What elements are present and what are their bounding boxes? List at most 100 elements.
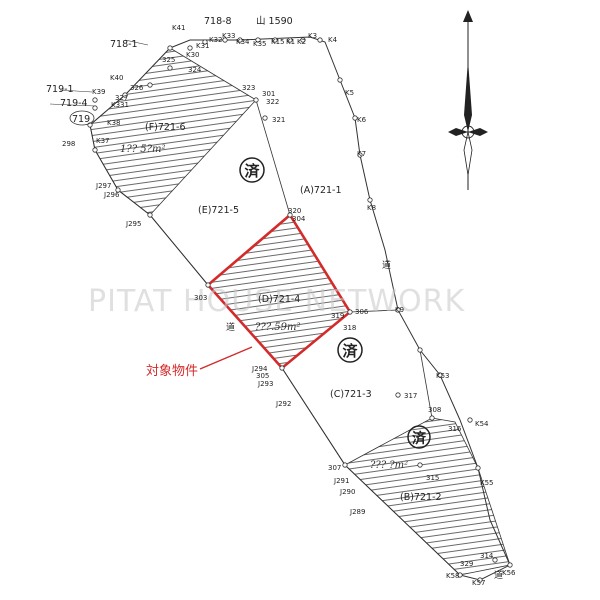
label-j290: J290	[339, 488, 355, 496]
label-306: 306	[355, 308, 369, 316]
label-k3: K3	[308, 32, 317, 40]
line-e-left	[149, 214, 209, 286]
svg-text:済: 済	[412, 430, 427, 447]
label-315: 315	[426, 474, 439, 482]
label-k31: K31	[196, 42, 210, 50]
label-parcel-f: (F)721-6	[145, 122, 185, 133]
label-314: 314	[480, 552, 494, 560]
label-320: 320	[288, 207, 301, 215]
label-k40: K40	[110, 74, 124, 82]
watermark: PITAT HOUSE NETWORK	[88, 284, 465, 319]
line-719-1	[59, 89, 93, 93]
label-k4: K4	[328, 36, 338, 44]
label-k56: K56	[502, 569, 516, 577]
label-k1: K1	[286, 38, 295, 46]
parcel-d-area	[208, 215, 350, 368]
label-k41: K41	[172, 24, 186, 32]
label-316: 316	[448, 425, 462, 433]
label-323: 323	[242, 84, 255, 92]
label-k38: K38	[107, 119, 121, 127]
label-327: 327	[115, 94, 128, 102]
label-325: 325	[162, 56, 175, 64]
handwritten-area-f: 1?? 5?m²	[120, 144, 165, 155]
label-j289: J289	[349, 508, 365, 516]
line-718-1	[124, 39, 149, 46]
label-k6: K6	[357, 116, 367, 124]
label-k7: K7	[357, 150, 366, 158]
label-k34: K34	[236, 38, 250, 46]
label-322: 322	[266, 98, 279, 106]
label-k35: K35	[253, 40, 267, 48]
label-305: 305	[256, 372, 269, 380]
label-329: 329	[460, 560, 473, 568]
label-j291: J291	[333, 477, 349, 485]
label-k2: K2	[297, 38, 306, 46]
road-mark-left: 道	[226, 321, 235, 333]
line-f-e	[255, 99, 291, 216]
stamp-lower: 済	[407, 425, 431, 449]
label-k39: K39	[92, 88, 106, 96]
label-j293: J293	[257, 380, 273, 388]
road-mark-right: 道	[382, 259, 391, 271]
label-301: 301	[262, 90, 275, 98]
stamp-middle: 済	[337, 337, 363, 363]
label-parcel-a: (A)721-1	[300, 185, 342, 196]
label-k8: K8	[367, 204, 376, 212]
label-parcel-d: (D)721-4	[258, 294, 300, 305]
label-lot-718-8: 718-8	[204, 16, 232, 27]
label-parcel-b: (B)721-2	[400, 492, 442, 503]
label-parcel-e: (E)721-5	[198, 205, 239, 216]
label-k5: K5	[345, 89, 354, 97]
label-298: 298	[62, 140, 75, 148]
stamp-upper: 済	[239, 157, 265, 183]
north-arrow-icon	[448, 10, 488, 190]
label-k53: K53	[436, 372, 450, 380]
label-k55: K55	[480, 479, 494, 487]
label-k54: K54	[475, 420, 489, 428]
subject-pointer	[199, 346, 253, 370]
svg-text:済: 済	[342, 342, 358, 360]
label-j294: J294	[251, 365, 268, 373]
label-318: 318	[343, 324, 356, 332]
label-j296: J296	[103, 191, 120, 199]
label-308: 308	[428, 406, 441, 414]
line-c-left	[281, 367, 346, 466]
label-j292: J292	[275, 400, 291, 408]
survey-points	[87, 37, 513, 583]
label-k9: K9	[395, 306, 404, 314]
label-lot-mountain: 山 1590	[256, 16, 293, 27]
line-c-b	[419, 349, 433, 419]
label-lot-719: 719	[72, 114, 90, 125]
label-k58: K58	[446, 572, 460, 580]
label-k33: K33	[222, 32, 236, 40]
svg-text:済: 済	[244, 162, 260, 180]
label-304: 304	[292, 215, 306, 223]
label-parcel-c: (C)721-3	[330, 389, 372, 400]
line-719-4	[49, 103, 96, 107]
label-319: 319	[331, 312, 344, 320]
label-lot-719-4: 719-4	[60, 98, 88, 109]
label-lot-719-1: 719-1	[46, 84, 74, 95]
label-j297: J297	[95, 182, 111, 190]
label-324: 324	[188, 66, 202, 74]
label-k37: K37	[96, 137, 110, 145]
label-307: 307	[328, 464, 341, 472]
label-321: 321	[272, 116, 285, 124]
label-j295: J295	[125, 220, 141, 228]
subject-label: 対象物件	[146, 364, 198, 379]
label-k15: K15	[271, 38, 285, 46]
road-mark-bottom: 道	[494, 569, 503, 581]
label-k30: K30	[186, 51, 200, 59]
label-k57: K57	[472, 579, 486, 587]
label-lot-718-1: 718-1	[110, 39, 138, 50]
line-d-road	[349, 309, 399, 313]
label-k32: K32	[209, 36, 223, 44]
label-k331: K331	[111, 101, 129, 109]
label-303: 303	[194, 294, 207, 302]
label-317: 317	[404, 392, 417, 400]
handwritten-area-b: ??? ?m²	[370, 460, 408, 471]
point-labels: K30 K31 K32 K33 K34 K35 K15 K1 K2 K3 K4 …	[62, 32, 516, 587]
handwritten-area-d: ???.59m²	[255, 322, 300, 333]
